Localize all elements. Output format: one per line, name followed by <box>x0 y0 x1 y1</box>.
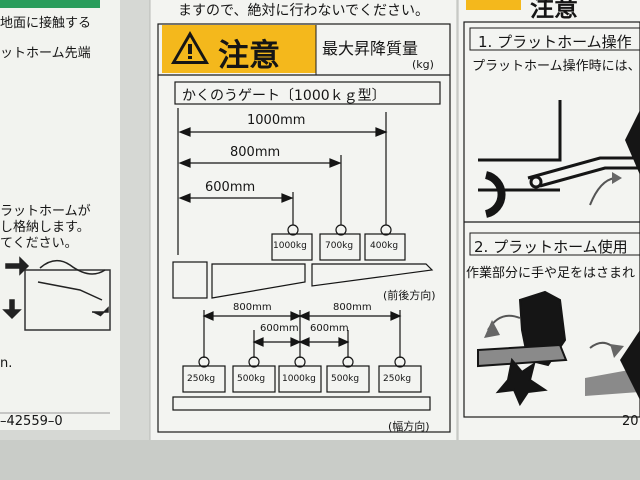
right-item-2-text: 作業部分に手や足をはさまれ <box>466 266 636 281</box>
right-item-2: 2. プラットホーム使用 <box>474 238 628 256</box>
right-item-1: 1. プラットホーム操作 <box>478 33 632 51</box>
distance-1000: 1000mm <box>247 113 306 128</box>
truck-illustration <box>478 100 640 218</box>
right-code: 20 <box>622 414 639 429</box>
capacity-unit: (kg) <box>412 58 434 71</box>
width-view-diagram <box>172 310 431 411</box>
width-caption: (幅方向) <box>388 420 430 433</box>
gate-title: かくのうゲート〔1000ｋｇ型〕 <box>182 88 386 104</box>
width-distance-600-left: 600mm <box>260 323 299 334</box>
weight-400kg: 400kg <box>370 241 399 251</box>
left-line-2: ットホーム先端 <box>0 46 91 61</box>
hand-illustration <box>477 290 640 407</box>
left-sticker <box>0 0 120 430</box>
left-line-5: てください。 <box>0 236 78 251</box>
center-top-text: ますので、絶対に行わないでください。 <box>178 3 430 19</box>
width-distance-800-left: 800mm <box>233 302 272 313</box>
front-back-caption: (前後方向) <box>383 289 436 302</box>
width-weight-1000: 1000kg <box>282 374 316 384</box>
left-line-3: ラットホームが <box>0 204 91 219</box>
width-distance-800-right: 800mm <box>333 302 372 313</box>
left-diagram <box>2 256 111 331</box>
caution-label: 注意 <box>218 38 280 74</box>
side-view-diagram <box>172 108 434 299</box>
weight-700kg: 700kg <box>325 241 354 251</box>
right-item-1-text: プラットホーム操作時には、 <box>472 59 640 74</box>
right-sticker <box>457 0 640 440</box>
left-line-4: し格納します。 <box>0 220 90 235</box>
width-distance-600-right: 600mm <box>310 323 349 334</box>
right-caution-partial: 注意 <box>530 0 578 22</box>
left-code: –42559–0 <box>0 414 63 429</box>
weight-1000kg: 1000kg <box>273 241 307 251</box>
width-weight-500-right: 500kg <box>331 374 360 384</box>
width-weight-250-left: 250kg <box>187 374 216 384</box>
width-weight-500-left: 500kg <box>237 374 266 384</box>
left-line-1: 地面に接触する <box>0 16 92 31</box>
capacity-label: 最大昇降質量 <box>322 39 419 58</box>
left-line-6: n. <box>0 356 13 371</box>
distance-600: 600mm <box>205 180 256 195</box>
distance-800: 800mm <box>230 145 281 160</box>
width-weight-250-right: 250kg <box>383 374 412 384</box>
